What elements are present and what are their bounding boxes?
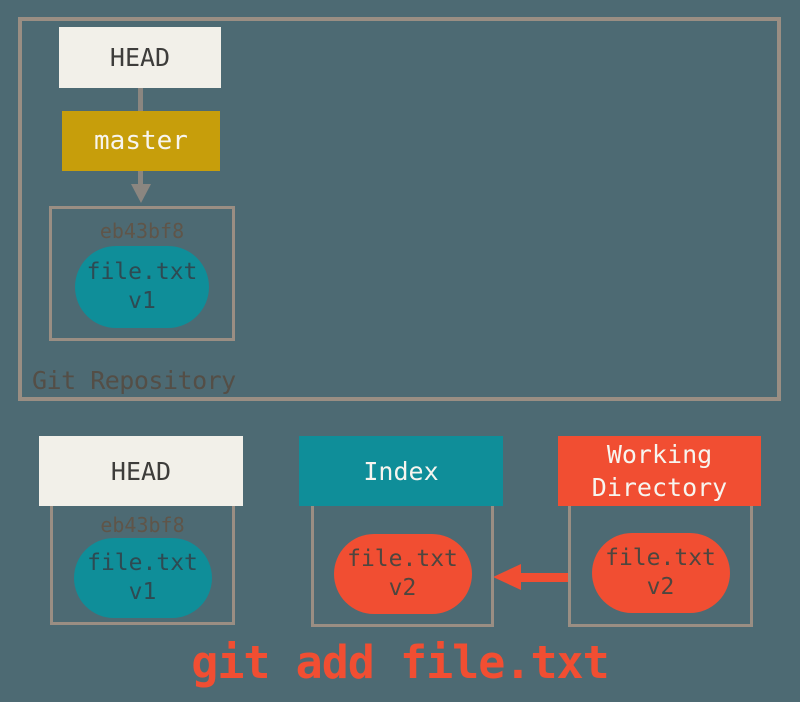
index-area-box: file.txt v2 [311,500,494,627]
commit-box-top: eb43bf8 file.txt v1 [49,206,235,341]
wd-to-index-arrow-line [519,573,568,582]
file-name: file.txt [605,545,716,571]
file-name: file.txt [87,550,198,576]
index-area-header: Index [299,436,503,506]
head-ref-label-top: HEAD [109,43,171,72]
file-name: file.txt [86,259,198,285]
file-blob-v2-index: file.txt v2 [333,534,472,614]
head-ref-box-top: HEAD [59,27,221,88]
file-blob-v1-top: file.txt v1 [75,246,209,328]
working-directory-label: Working Directory [591,440,728,502]
head-area-header: HEAD [39,436,243,506]
working-directory-box: file.txt v2 [568,500,753,627]
file-version: v2 [646,574,675,600]
file-version: v2 [388,575,417,601]
master-branch-box: master [62,111,220,171]
head-to-master-connector-line [138,88,143,111]
down-arrowhead-icon [131,184,151,203]
file-blob-v2-working-directory: file.txt v2 [591,533,730,613]
commit-hash-bottom: eb43bf8 [100,513,185,537]
file-blob-v1-bottom: file.txt v1 [73,538,212,618]
index-area-label: Index [363,456,439,486]
file-name: file.txt [347,546,458,572]
head-area-label: HEAD [110,456,172,486]
file-version: v1 [128,288,156,314]
git-repository-container: Git Repository [18,17,781,401]
master-branch-label: master [94,126,188,156]
working-directory-header: Working Directory [558,436,761,506]
head-area-commit-box: eb43bf8 file.txt v1 [50,500,235,625]
git-repository-label: Git Repository [32,366,236,395]
file-version: v1 [128,579,157,605]
left-arrowhead-icon [493,564,521,590]
commit-hash-top: eb43bf8 [99,219,185,243]
master-to-commit-connector-line [138,171,143,185]
command-caption: git add file.txt [191,636,609,689]
